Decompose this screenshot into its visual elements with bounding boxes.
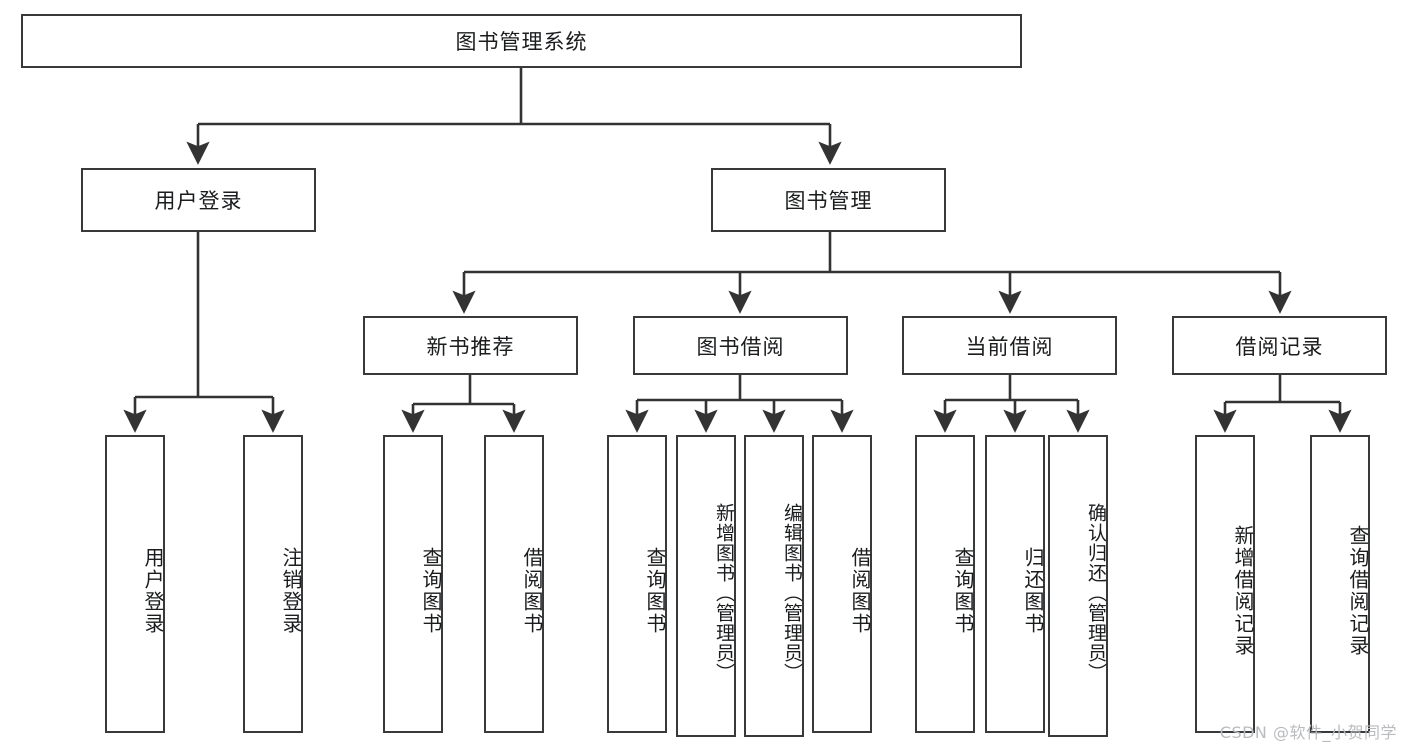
leaf-borrow-edit-book-admin[interactable]: 编辑图书（管理员） [744,435,804,737]
csdn-watermark: CSDN @软件_小贺同学 [1219,723,1397,742]
leaf-record-query-record[interactable]: 查询借阅记录 [1310,435,1370,733]
leaf-borrow-query-book[interactable]: 查询图书 [607,435,667,733]
leaf-current-return-book[interactable]: 归还图书 [985,435,1045,733]
leaf-current-confirm-return-admin[interactable]: 确认归还（管理员） [1048,435,1108,737]
leaf-borrow-borrow-book[interactable]: 借阅图书 [812,435,872,733]
leaf-user-login-login[interactable]: 用户登录 [105,435,165,733]
node-current-borrow[interactable]: 当前借阅 [902,316,1117,375]
node-borrow-record[interactable]: 借阅记录 [1172,316,1387,375]
node-new-book-recommend[interactable]: 新书推荐 [363,316,578,375]
node-user-login[interactable]: 用户登录 [81,168,316,232]
node-book-borrow[interactable]: 图书借阅 [633,316,848,375]
leaf-user-login-logout[interactable]: 注销登录 [243,435,303,733]
node-root-system[interactable]: 图书管理系统 [21,14,1022,68]
leaf-record-add-record[interactable]: 新增借阅记录 [1195,435,1255,733]
leaf-recommend-query-book[interactable]: 查询图书 [383,435,443,733]
leaf-recommend-borrow-book[interactable]: 借阅图书 [484,435,544,733]
leaf-borrow-add-book-admin[interactable]: 新增图书（管理员） [676,435,736,737]
node-book-management[interactable]: 图书管理 [711,168,946,232]
leaf-current-query-book[interactable]: 查询图书 [915,435,975,733]
